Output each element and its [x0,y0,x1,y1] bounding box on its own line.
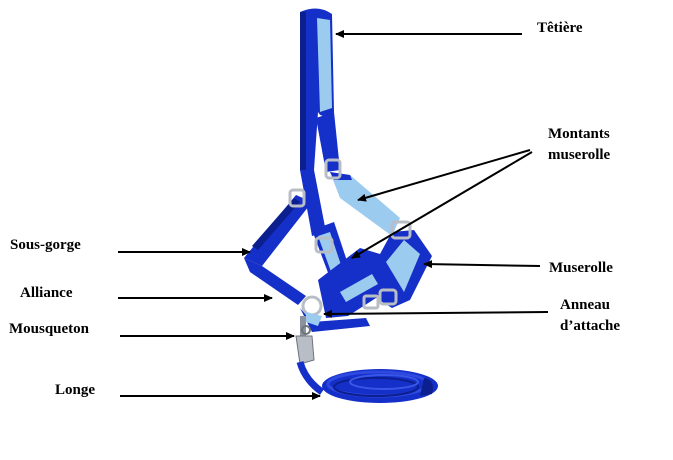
snap-hook [295,316,315,365]
label-muserolle: Muserolle [549,260,613,276]
lead-rope [296,360,438,403]
arrow-anneau [323,309,549,318]
label-montants-line1: Montants [548,126,610,142]
label-alliance: Alliance [20,285,73,301]
noseband-side-straps [330,172,400,236]
cheek-strap [300,112,340,236]
label-sous-gorge: Sous-gorge [10,237,81,253]
label-anneau-attache: Anneau d’attache [560,295,670,337]
arrow-montants-upper [357,149,531,202]
label-mousqueton: Mousqueton [9,321,90,337]
headpiece-strap [300,8,334,171]
pointer-arrows [118,30,549,400]
label-montants-muserolle: Montants muserolle [548,124,658,166]
throatlatch-strap [244,195,312,305]
label-montants-line2: muserolle [548,147,611,163]
metal-hardware [288,158,412,317]
arrow-montants-lower [351,151,533,259]
label-tetiere: Têtière [537,20,583,36]
tie-ring [300,308,370,332]
noseband [312,222,432,318]
label-anneau-line1: Anneau [560,297,611,313]
label-longe: Longe [55,382,96,398]
arrow-muserolle [423,260,541,269]
label-anneau-line2: d’attache [560,318,620,334]
